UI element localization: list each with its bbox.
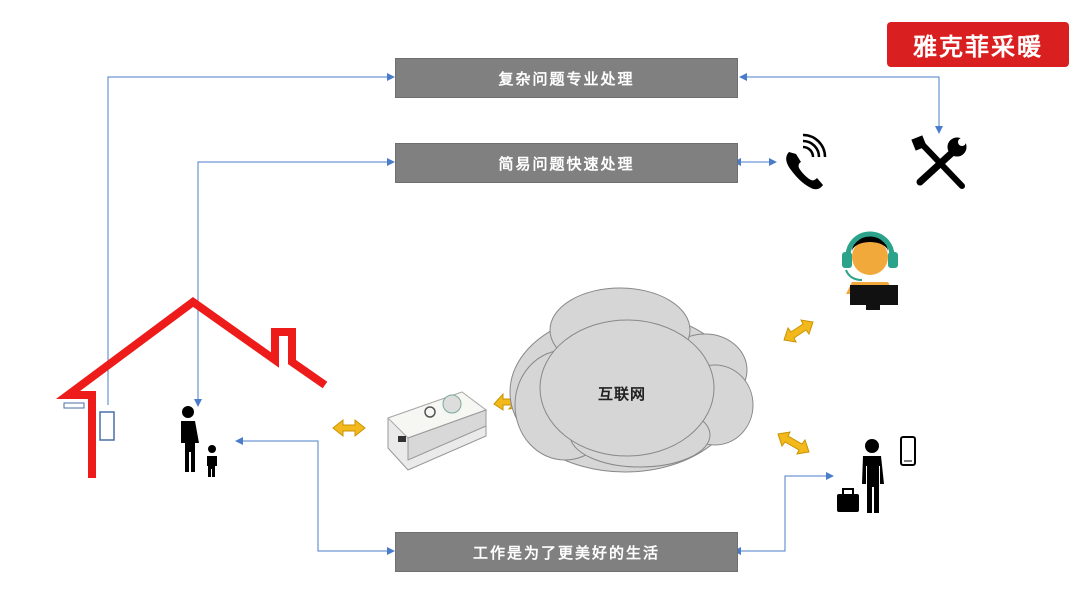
traveler-icon (837, 439, 884, 513)
smartphone-icon (900, 436, 916, 466)
arrow-cloud-traveler (777, 431, 810, 455)
better-life-box: 工作是为了更美好的生活 (395, 532, 738, 572)
connector-complex-to-tools (739, 73, 943, 134)
arrow-cloud-agent (783, 319, 814, 343)
connector-house-to-complex (107, 73, 395, 405)
connector-family-to-simple (194, 158, 395, 407)
support-agent-icon (842, 231, 898, 310)
complex-issue-box: 复杂问题专业处理 (395, 58, 738, 98)
internet-cloud-icon (509, 287, 754, 473)
family-icon (181, 406, 217, 477)
arrow-family-gateway (332, 418, 366, 438)
thermostat-icon (63, 402, 115, 441)
simple-issue-box: 简易问题快速处理 (395, 143, 738, 183)
gateway-device-icon (387, 391, 488, 471)
tools-icon (911, 135, 967, 189)
house-roof-icon (55, 297, 328, 478)
connector-life-to-traveler (733, 472, 834, 555)
phone-icon (786, 133, 827, 190)
connector-family-to-life (235, 437, 395, 555)
brand-logo: 雅克菲采暖 (887, 22, 1069, 67)
cloud-label: 互联网 (597, 385, 646, 403)
